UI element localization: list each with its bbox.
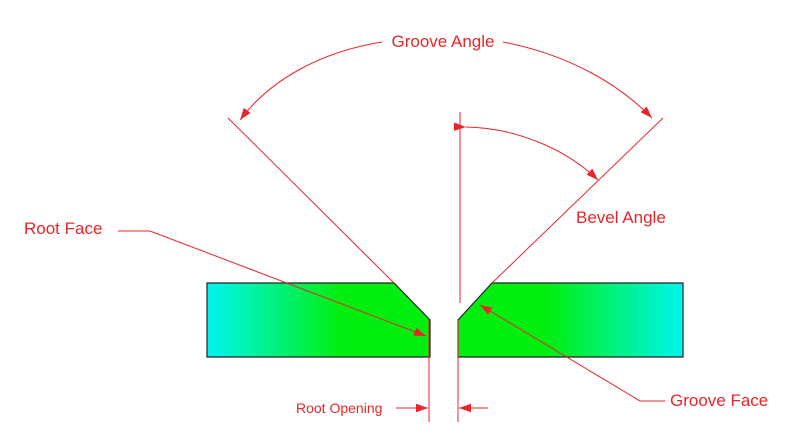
bevel-angle-label: Bevel Angle: [576, 208, 666, 227]
groove-angle-arc-left: [239, 41, 383, 121]
groove-face-leader: [479, 304, 665, 402]
bevel-angle-arc: [453, 122, 599, 181]
groove-angle-arc-right: [502, 41, 653, 119]
root-face-leader: [118, 230, 427, 337]
groove-angle-label: Groove Angle: [391, 32, 494, 51]
root-opening-label: Root Opening: [296, 400, 382, 416]
left-plate: [206, 282, 431, 358]
right-plate: [457, 282, 684, 358]
root-face-label: Root Face: [24, 219, 102, 238]
right-groove-extension-line: [491, 117, 664, 284]
groove-face-label: Groove Face: [670, 391, 768, 410]
left-groove-extension-line: [227, 117, 395, 284]
